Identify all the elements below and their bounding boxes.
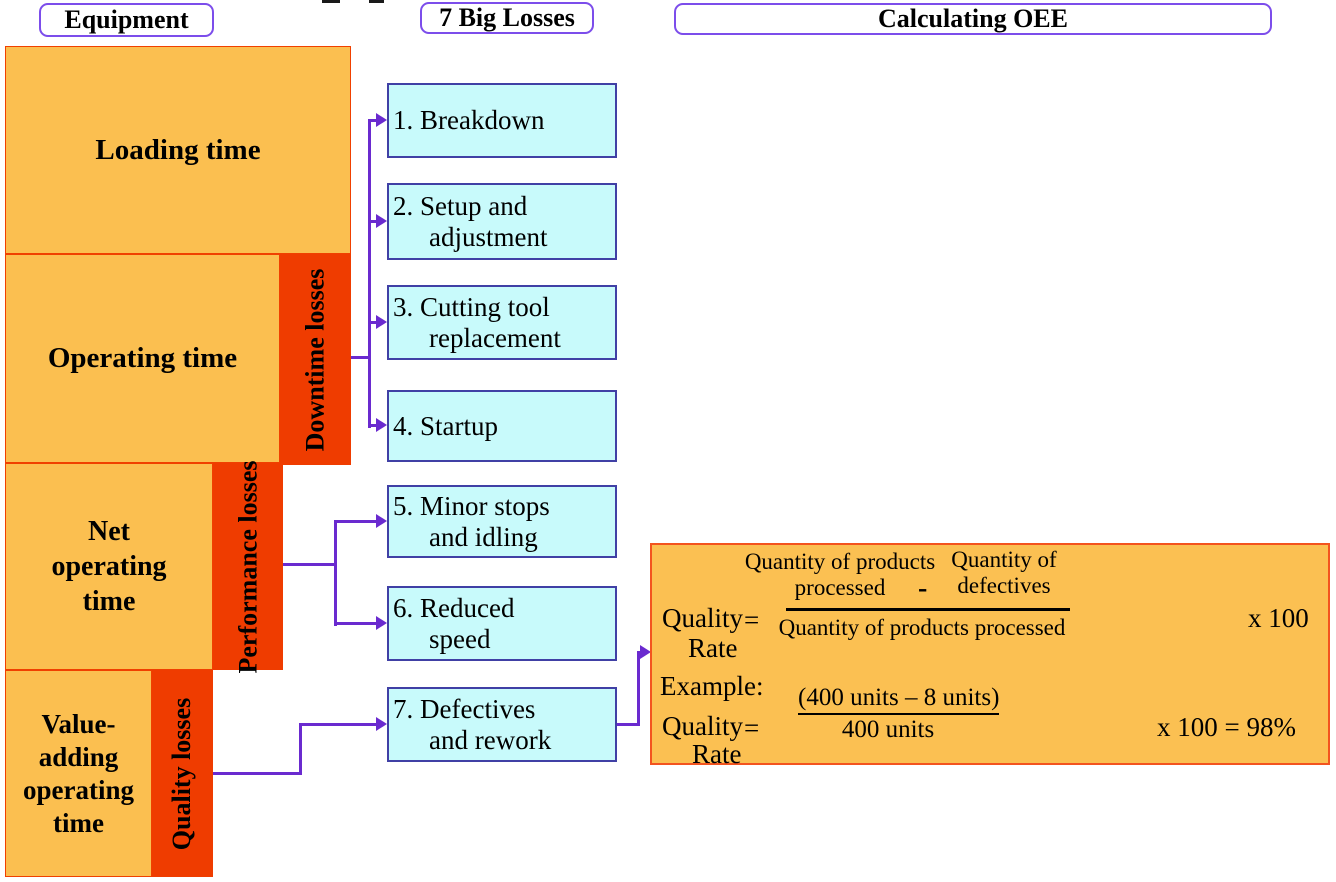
connector-line: [368, 321, 377, 324]
seven-big-losses-header: 7 Big Losses: [420, 2, 594, 34]
connector-line: [351, 356, 369, 359]
strip-quality-losses-label: Quality losses: [167, 697, 197, 850]
connector-line: [368, 119, 377, 122]
block-label-line: Net: [88, 516, 130, 547]
connector-line: [617, 723, 640, 726]
quality-label: Quality: [662, 603, 743, 633]
example-equals-sign: =: [744, 713, 760, 743]
cropped-text-artifact: [322, 0, 340, 3]
loss-box-line: 2. Setup and: [393, 190, 528, 221]
example-label: Example:: [660, 671, 764, 701]
connector-line: [283, 563, 336, 566]
loss-box-breakdown: 1. Breakdown: [387, 83, 617, 158]
numerator-line: processed: [794, 575, 886, 600]
cropped-text-artifact: [369, 0, 384, 3]
block-label-line: operating: [51, 551, 167, 582]
connector-line: [213, 772, 302, 775]
connector-line: [334, 622, 377, 625]
connector-line: [637, 651, 641, 654]
example-rate-label: Rate: [692, 739, 742, 769]
strip-quality-losses: Quality losses: [152, 670, 213, 877]
arrow-head-icon: [376, 717, 387, 731]
connector-line: [334, 520, 377, 523]
fraction-bar: [786, 608, 1070, 611]
block-net-operating-time: Net operating time: [5, 463, 213, 670]
numerator-line: defectives: [957, 573, 1051, 598]
equals-sign: =: [744, 605, 760, 635]
loss-box-line: 4. Startup: [393, 410, 498, 441]
equipment-header-label: Equipment: [64, 5, 189, 34]
connector-line: [368, 119, 371, 428]
loss-box-line: 7. Defectives: [393, 693, 536, 724]
arrow-head-icon: [376, 616, 387, 630]
loss-box-line: 5. Minor stops: [393, 490, 550, 521]
arrow-head-icon: [376, 315, 387, 329]
loss-box-line: adjustment: [429, 221, 548, 252]
arrow-head-icon: [376, 514, 387, 528]
calculating-oee-header: Calculating OEE: [674, 3, 1272, 35]
connector-line: [299, 724, 302, 775]
rate-label: Rate: [688, 633, 738, 663]
block-label-line: time: [53, 807, 104, 838]
numerator-products-processed: Quantity of products processed: [740, 549, 940, 601]
arrow-head-icon: [376, 214, 387, 228]
strip-performance-losses: Performance losses: [213, 460, 283, 673]
block-label-line: adding: [38, 741, 119, 772]
connector-line: [368, 220, 377, 223]
example-result: x 100 = 98%: [1157, 712, 1296, 742]
loss-box-line: and idling: [429, 521, 538, 552]
arrow-head-icon: [640, 645, 651, 659]
loss-box-line: and rework: [429, 724, 552, 755]
arrow-head-icon: [376, 418, 387, 432]
connector-line: [299, 723, 377, 726]
connector-line: [368, 424, 377, 427]
numerator-line: Quantity of: [951, 547, 1057, 572]
block-label-line: time: [82, 586, 136, 617]
block-label-line: Loading time: [95, 133, 261, 166]
block-label-line: operating: [23, 774, 134, 805]
example-numerator: (400 units – 8 units): [798, 684, 1000, 715]
loss-box-line: 3. Cutting tool: [393, 291, 550, 322]
multiplier-label: x 100: [1248, 603, 1309, 633]
block-label-line: Operating time: [47, 342, 238, 374]
strip-downtime-losses-label: Downtime losses: [300, 268, 330, 451]
block-value-adding-operating-time: Value- adding operating time: [5, 670, 152, 877]
loss-box-line: speed: [429, 623, 491, 654]
calculating-oee-header-label: Calculating OEE: [878, 4, 1068, 33]
loss-box-line: replacement: [429, 322, 561, 353]
quality-rate-formula-box: Quality = Rate Quantity of products proc…: [650, 543, 1330, 769]
block-label-line: Value-: [41, 708, 116, 739]
arrow-head-icon: [376, 113, 387, 127]
loss-box-setup-adjustment: 2. Setup and adjustment: [387, 183, 617, 260]
numerator-line: Quantity of products: [744, 549, 936, 574]
seven-big-losses-header-label: 7 Big Losses: [439, 3, 575, 32]
strip-performance-losses-label: Performance losses: [233, 460, 263, 673]
loss-box-line: 1. Breakdown: [393, 105, 545, 135]
connector-line: [334, 520, 337, 626]
denominator-label: Quantity of products processed: [778, 615, 1066, 640]
example-quality-label: Quality: [662, 711, 743, 741]
block-operating-time: Operating time: [5, 254, 280, 463]
loss-box-startup: 4. Startup: [387, 390, 617, 462]
loss-box-reduced-speed: 6. Reduced speed: [387, 586, 617, 661]
loss-box-minor-stops-idling: 5. Minor stops and idling: [387, 485, 617, 558]
example-denominator: 400 units: [841, 716, 935, 743]
numerator-defectives: Quantity of defectives: [944, 547, 1064, 599]
strip-downtime-losses: Downtime losses: [280, 254, 351, 465]
loss-box-cutting-tool-replacement: 3. Cutting tool replacement: [387, 285, 617, 360]
equipment-header: Equipment: [39, 3, 214, 37]
loss-box-defectives-rework: 7. Defectives and rework: [387, 687, 617, 762]
minus-sign: -: [918, 573, 928, 604]
block-loading-time: Loading time: [5, 46, 351, 254]
connector-line: [637, 651, 640, 726]
loss-box-line: 6. Reduced: [393, 592, 515, 623]
